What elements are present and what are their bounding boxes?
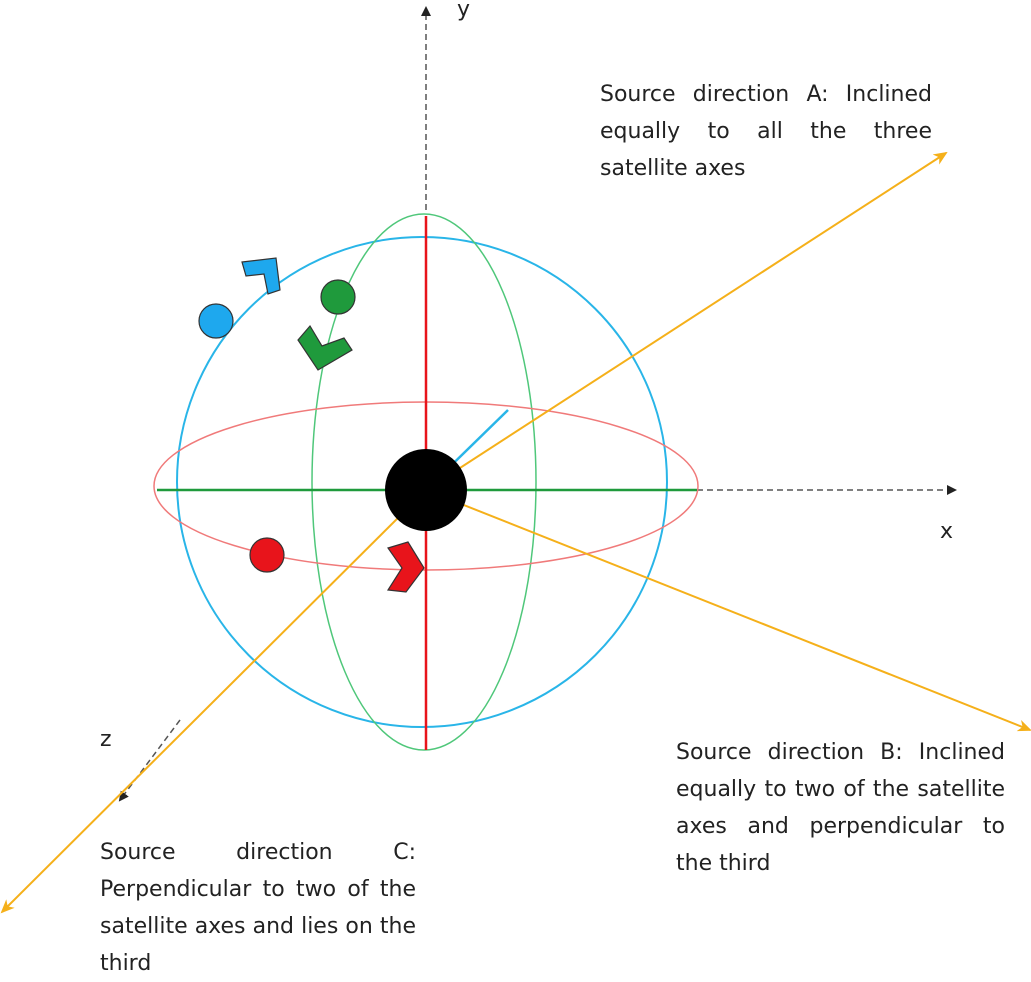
source-direction-c-label: Source direction C: Perpendicular to two… xyxy=(100,840,416,976)
red-direction-chevron-icon xyxy=(386,541,425,593)
green-direction-chevron-icon xyxy=(297,324,353,371)
sphere-outline xyxy=(176,236,668,728)
blue-satellite-marker xyxy=(198,303,234,339)
x-axis-label: x xyxy=(940,519,953,544)
z-axis-dashed xyxy=(118,719,181,802)
source-direction-a-label: Source direction A: Inclined equally to … xyxy=(600,82,932,181)
green-satellite-marker xyxy=(320,279,356,315)
blue-direction-chevron-icon xyxy=(241,257,281,295)
satellite-body xyxy=(385,449,467,531)
y-axis-label: y xyxy=(457,0,470,22)
source-direction-b-ray xyxy=(425,489,1031,732)
source-direction-c-ray xyxy=(0,489,427,914)
source-direction-a-ray xyxy=(425,151,948,491)
source-direction-b-label: Source direction B: Inclined equally to … xyxy=(676,740,1005,876)
red-satellite-marker xyxy=(249,537,285,573)
z-axis-label: z xyxy=(100,727,112,752)
vertical-ring xyxy=(311,213,537,751)
